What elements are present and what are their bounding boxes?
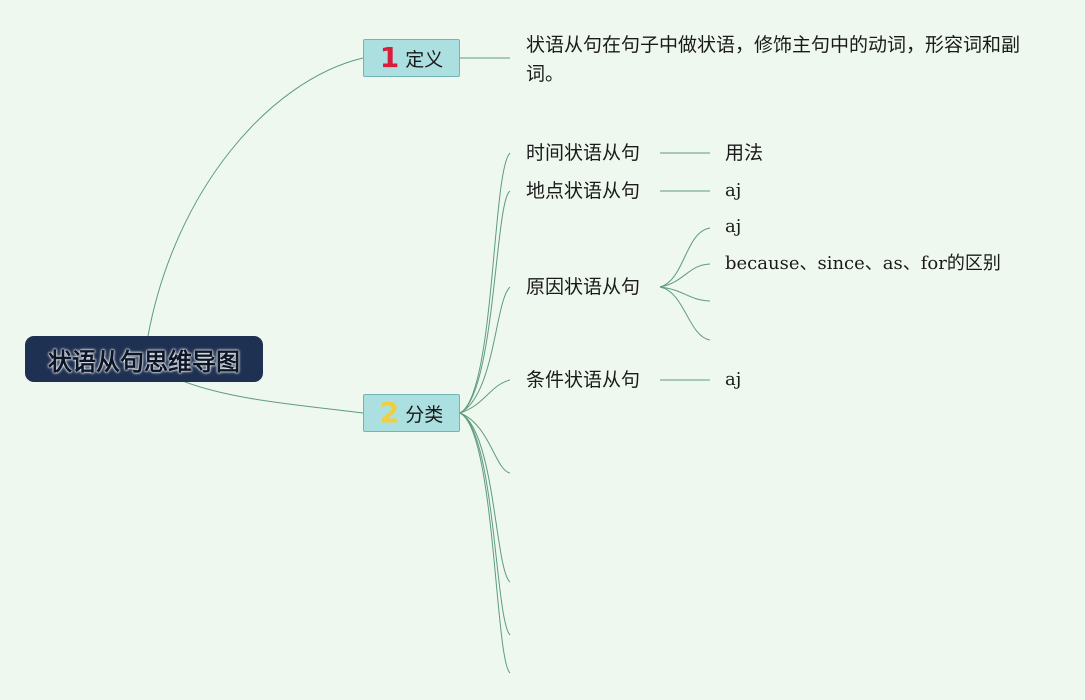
link-root-definition	[147, 57, 364, 337]
leaf-cause-difference[interactable]: because、since、as、for的区别	[725, 253, 1001, 274]
link-cause-aj	[659, 227, 711, 288]
subtopic-place-clause[interactable]: 地点状语从句	[526, 180, 641, 202]
link-cause-because	[659, 263, 711, 288]
link-class-place	[459, 190, 511, 414]
leaf-place-aj[interactable]: aj	[725, 180, 742, 201]
root-topic-label: 状语从句思维导图	[48, 347, 240, 376]
leaf-time-usage[interactable]: 用法	[725, 142, 764, 164]
link-class-time	[459, 152, 511, 414]
link-cause-empty-1	[659, 286, 711, 302]
topic-classification-label: 分类	[405, 403, 444, 426]
link-cause-empty-2	[659, 286, 711, 341]
topic-classification[interactable]: 2 分类	[363, 394, 460, 432]
topic-definition[interactable]: 1 定义	[363, 39, 460, 77]
number-two-marker: 2	[379, 396, 400, 429]
link-class-cause	[459, 286, 511, 414]
link-class-condition	[459, 379, 511, 414]
topic-definition-label: 定义	[405, 48, 444, 71]
link-class-empty-1	[459, 412, 511, 474]
link-class-empty-2	[459, 412, 511, 583]
subtopic-condition-clause[interactable]: 条件状语从句	[526, 369, 641, 391]
leaf-cause-aj[interactable]: aj	[725, 216, 742, 237]
link-class-empty-4	[459, 412, 511, 674]
leaf-condition-aj[interactable]: aj	[725, 369, 742, 390]
definition-text[interactable]: 状语从句在句子中做状语，修饰主句中的动词，形容词和副词。	[526, 34, 1021, 85]
root-topic[interactable]: 状语从句思维导图	[25, 336, 263, 382]
link-root-classification	[179, 379, 364, 414]
subtopic-time-clause[interactable]: 时间状语从句	[526, 142, 641, 164]
number-one-marker: 1	[379, 41, 400, 74]
subtopic-cause-clause[interactable]: 原因状语从句	[526, 276, 641, 298]
link-class-empty-3	[459, 412, 511, 636]
